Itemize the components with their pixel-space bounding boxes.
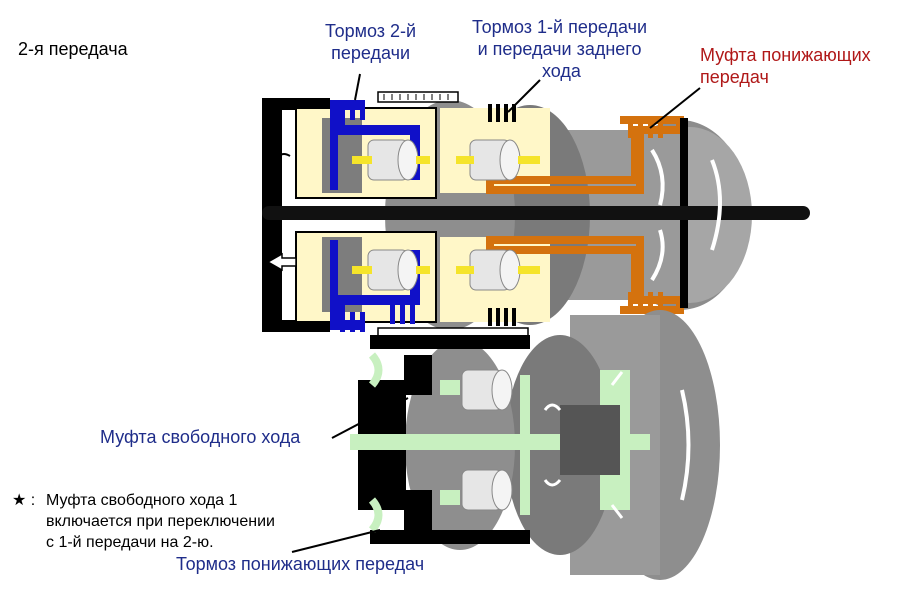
- star-icon: ★ :: [12, 492, 36, 509]
- label-clutch-low-line1: Муфта понижающих: [700, 45, 871, 65]
- label-brake-1st-line1: Тормоз 1-й передачи: [472, 17, 648, 37]
- footnote-line3: с 1-й передачи на 2-ю.: [46, 534, 214, 551]
- footnote: ★ : Муфта свободного хода 1 включается п…: [12, 490, 275, 553]
- label-brake-1st-reverse: Тормоз 1-й передачи и передачи заднего х…: [472, 16, 647, 82]
- leader-brake1: [507, 79, 541, 113]
- label-brake-1st-line2: и передачи заднего: [477, 39, 642, 59]
- label-brake-2nd: Тормоз 2-й передачи: [325, 20, 416, 64]
- label-brake-2nd-line1: Тормоз 2-й: [325, 21, 417, 41]
- leader-freewheel: [331, 397, 409, 439]
- footnote-line1: Муфта свободного хода 1: [46, 492, 238, 509]
- leader-clutch-low: [649, 87, 701, 129]
- label-brake-2nd-line2: передачи: [331, 43, 411, 63]
- footnote-row: ★ : Муфта свободного хода 1 включается п…: [12, 490, 275, 553]
- leader-brake-low: [291, 529, 381, 553]
- footnote-text: Муфта свободного хода 1 включается при п…: [46, 490, 275, 553]
- label-clutch-low-line2: передач: [700, 67, 769, 87]
- label-clutch-low: Муфта понижающих передач: [700, 44, 871, 88]
- leader-brake2: [354, 73, 361, 101]
- page-title: 2-я передача: [18, 39, 128, 59]
- label-freewheel: Муфта свободного хода: [100, 427, 301, 447]
- footnote-line2: включается при переключении: [46, 513, 275, 530]
- label-brake-1st-line3: хода: [542, 61, 581, 81]
- label-brake-low: Тормоз понижающих передач: [176, 554, 425, 574]
